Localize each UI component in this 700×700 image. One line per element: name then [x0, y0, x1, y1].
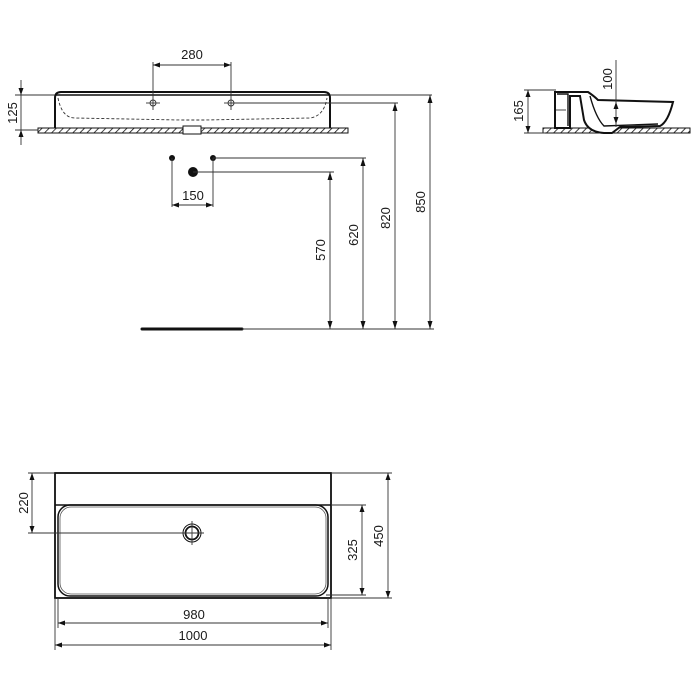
dim-overall-width: 1000: [179, 628, 208, 643]
bowl-plan: [57, 504, 329, 597]
side-view: 165 100: [511, 60, 691, 134]
basin-plan-outline: [54, 472, 332, 599]
dim-bowl-depth: 100: [600, 68, 615, 90]
dim-tap-hole-height: 820: [378, 207, 393, 229]
dim-overall-depth: 450: [371, 525, 386, 547]
drain: [182, 125, 202, 135]
dim-side-height: 165: [511, 100, 526, 122]
dim-tap-spacing: 280: [181, 47, 203, 62]
drain-plan: [180, 521, 204, 545]
dim-waste-from-back: 220: [16, 492, 31, 514]
dim-waste-height: 570: [313, 239, 328, 261]
dim-bowl-depth-plan: 325: [345, 539, 360, 561]
dim-supply-spacing: 150: [182, 188, 204, 203]
bowl-hidden-line: [57, 97, 328, 121]
dim-supply-height: 620: [346, 224, 361, 246]
basin-outline: [54, 91, 331, 128]
dim-top-height: 850: [413, 191, 428, 213]
dim-basin-height: 125: [5, 102, 20, 124]
plan-view: 220 325 450 980 1000: [16, 472, 392, 650]
dim-bowl-width: 980: [183, 607, 205, 622]
connections-view: 150 570 620 820 850: [140, 95, 434, 331]
front-view: 280 125: [5, 47, 432, 145]
basin-section: [554, 91, 675, 134]
